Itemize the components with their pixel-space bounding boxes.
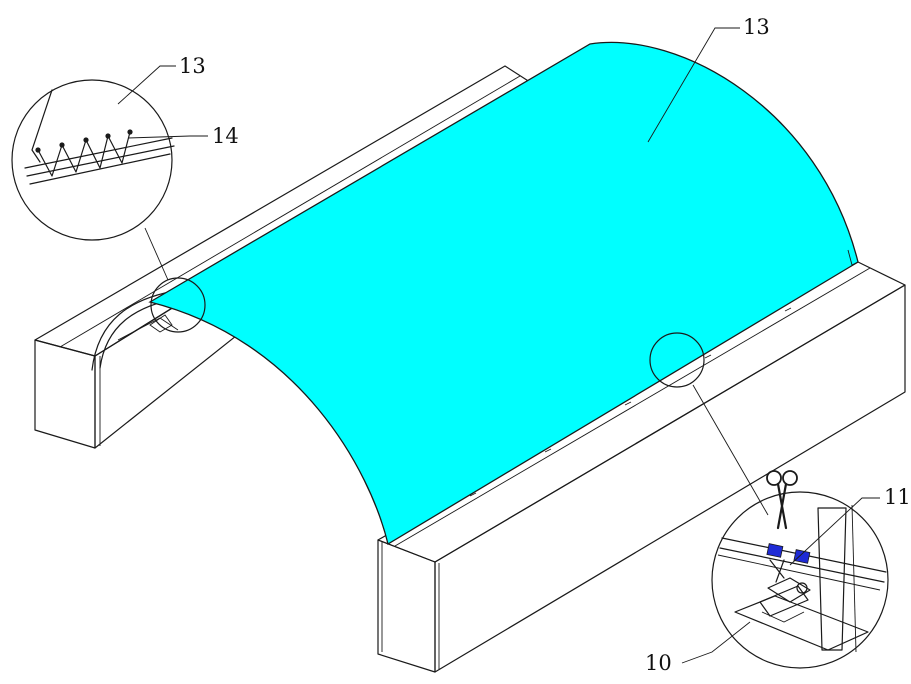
left-rail-front-face (34, 339, 96, 449)
label-base-detail: 10 (645, 651, 672, 675)
detail-marker-right (649, 332, 705, 388)
clip-left (766, 543, 784, 558)
label-cover-main: 13 (743, 15, 770, 39)
right-rail-front-face (377, 539, 436, 673)
film-cover (148, 41, 859, 546)
leader-right-detail (692, 384, 769, 516)
label-leaders (117, 27, 880, 664)
scissors-icon (766, 470, 798, 530)
cover-edge-marks (469, 249, 859, 497)
detail-marker-left (150, 277, 206, 333)
label-clip-detail: 11 (884, 485, 911, 509)
leader-left-detail (144, 227, 169, 281)
right-rail-side-face (434, 284, 906, 673)
label-wire-detail: 14 (212, 124, 239, 148)
clip-right (793, 549, 811, 564)
label-cover-detail: 13 (179, 54, 206, 78)
wire-detail-callout (11, 79, 175, 241)
clip-detail-callout (711, 491, 889, 669)
